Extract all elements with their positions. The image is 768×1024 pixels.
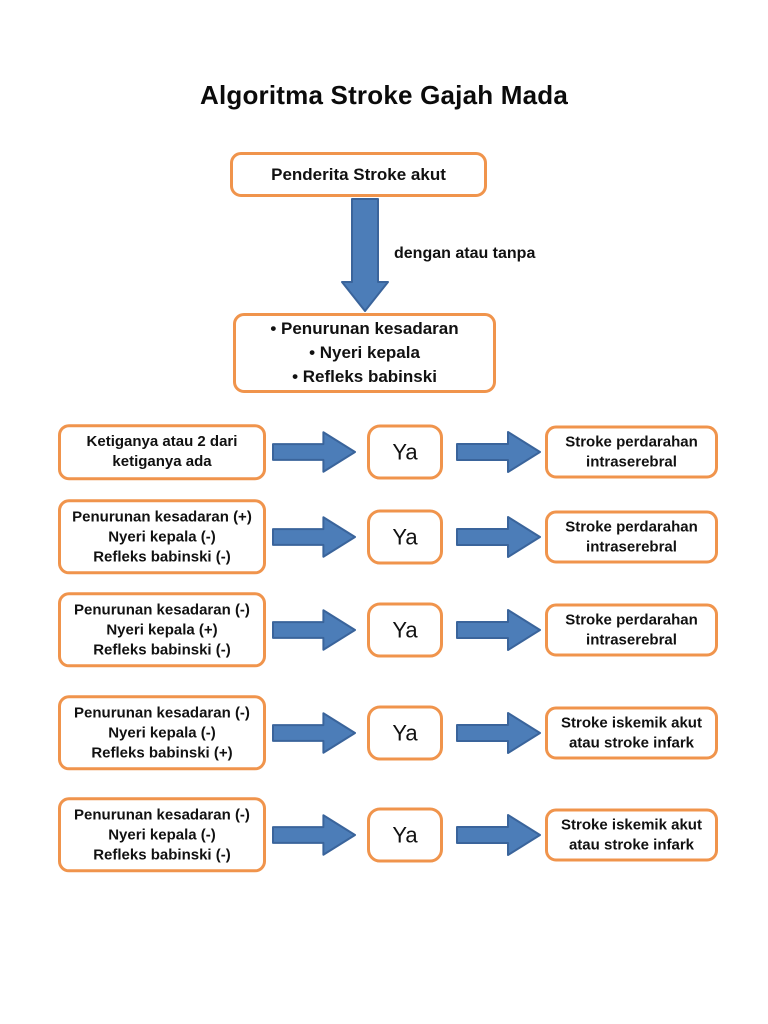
condition-line: Ketiganya atau 2 dari [86,433,238,451]
result-label: Stroke perdarahan intraserebral [565,518,698,556]
start-node: Penderita Stroke akut [230,152,487,197]
condition-line: Nyeri kepala (-) [108,826,216,844]
flow-row: Penurunan kesadaran (+) Nyeri kepala (-)… [0,499,768,575]
condition-line: Nyeri kepala (-) [108,724,216,742]
result-node: Stroke iskemik akut atau stroke infark [545,706,718,760]
answer-node: Ya [367,509,443,565]
answer-node: Ya [367,424,443,480]
answer-label: Ya [392,617,418,642]
arrow-right-icon [455,711,542,755]
condition-line: Penurunan kesadaran (-) [74,806,250,824]
answer-label: Ya [392,822,418,847]
answer-label: Ya [392,439,418,464]
result-label: Stroke perdarahan intraserebral [565,433,698,471]
condition-line: Penurunan kesadaran (-) [74,601,250,619]
result-node: Stroke perdarahan intraserebral [545,603,718,657]
arrow-right-icon [455,430,542,474]
flow-row: Penurunan kesadaran (-) Nyeri kepala (-)… [0,797,768,873]
result-label: Stroke iskemik akut atau stroke infark [561,816,702,854]
arrow-right-icon [455,608,542,652]
criteria-line: • Nyeri kepala [309,342,420,362]
flow-row: Penurunan kesadaran (-) Nyeri kepala (-)… [0,695,768,771]
condition-line: Penurunan kesadaran (-) [74,704,250,722]
condition-line: Refleks babinski (-) [93,547,231,565]
arrow-right-icon [272,711,356,755]
condition-line: Nyeri kepala (+) [106,621,218,639]
answer-label: Ya [392,524,418,549]
criteria-line: • Refleks babinski [292,367,437,387]
answer-node: Ya [367,602,443,658]
condition-line: Refleks babinski (+) [91,743,233,761]
condition-line: ketiganya ada [112,453,212,470]
arrow-right-icon [455,515,542,559]
condition-line: Nyeri kepala (-) [108,528,216,546]
criteria-line: • Penurunan kesadaran [270,318,459,338]
result-node: Stroke perdarahan intraserebral [545,510,718,564]
condition-line: Refleks babinski (-) [93,845,231,863]
condition-node: Ketiganya atau 2 dari ketiganya ada [58,424,266,480]
page-title: Algoritma Stroke Gajah Mada [199,80,569,110]
condition-line: Refleks babinski (-) [93,640,231,658]
arrow-right-icon [455,813,542,857]
flow-row: Penurunan kesadaran (-) Nyeri kepala (+)… [0,592,768,668]
answer-label: Ya [392,720,418,745]
answer-node: Ya [367,705,443,761]
arrow-right-icon [272,813,356,857]
arrow-down-icon [341,198,389,313]
result-label: Stroke perdarahan intraserebral [565,611,698,649]
result-node: Stroke iskemik akut atau stroke infark [545,808,718,862]
condition-node: Penurunan kesadaran (-) Nyeri kepala (-)… [58,797,266,873]
criteria-node: • Penurunan kesadaran • Nyeri kepala • R… [233,313,496,393]
arrow-right-icon [272,608,356,652]
start-node-label: Penderita Stroke akut [271,164,446,184]
condition-node: Penurunan kesadaran (-) Nyeri kepala (+)… [58,592,266,668]
arrow-right-icon [272,430,356,474]
arrow-right-icon [272,515,356,559]
result-node: Stroke perdarahan intraserebral [545,425,718,479]
flow-row: Ketiganya atau 2 dari ketiganya ada Ya S… [0,420,768,484]
connector-label: dengan atau tanpa [394,245,536,262]
answer-node: Ya [367,807,443,863]
condition-line: Penurunan kesadaran (+) [72,508,252,526]
result-label: Stroke iskemik akut atau stroke infark [561,714,702,752]
condition-node: Penurunan kesadaran (+) Nyeri kepala (-)… [58,499,266,575]
condition-node: Penurunan kesadaran (-) Nyeri kepala (-)… [58,695,266,771]
